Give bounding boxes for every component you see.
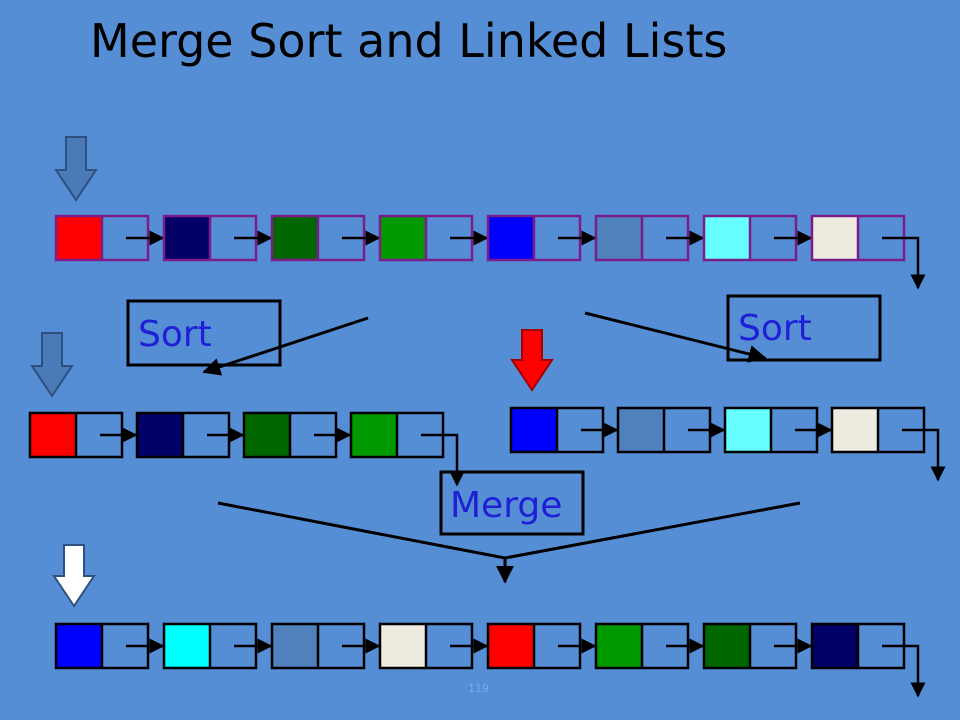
list-right-half — [509, 406, 946, 482]
split-arrow-right — [584, 311, 767, 363]
node-data-cell — [488, 216, 534, 260]
left-node-4 — [349, 411, 445, 459]
sort-left-label: Sort — [138, 314, 212, 355]
node-data-cell — [164, 624, 210, 668]
node-data-cell — [380, 624, 426, 668]
node-data-cell — [56, 624, 102, 668]
node-data-cell — [704, 624, 750, 668]
sort-right-label: Sort — [738, 308, 812, 349]
node-data-cell — [511, 408, 557, 452]
list-left-half — [28, 411, 465, 487]
node-data-cell — [704, 216, 750, 260]
merge-line-right — [504, 501, 801, 560]
node-data-cell — [618, 408, 664, 452]
node-data-cell — [137, 413, 183, 457]
original-null-pointer — [882, 236, 926, 290]
merge-label: Merge — [450, 485, 562, 526]
list-merged — [54, 622, 926, 698]
head-arrow-left — [30, 332, 74, 398]
split-arrow-left — [202, 316, 369, 376]
head-arrow-right — [510, 329, 554, 392]
node-data-cell — [164, 216, 210, 260]
right-node-1 — [509, 406, 605, 454]
footer-page-number: 119 — [468, 682, 489, 695]
node-data-cell — [832, 408, 878, 452]
slide-title: Merge Sort and Linked Lists — [90, 14, 728, 68]
node-data-cell — [725, 408, 771, 452]
node-data-cell — [596, 216, 642, 260]
original-node-2 — [162, 214, 258, 262]
head-arrow-original — [54, 136, 98, 202]
original-node-7 — [702, 214, 798, 262]
original-node-3 — [270, 214, 366, 262]
left-node-2 — [135, 411, 231, 459]
list-original — [54, 214, 926, 290]
node-data-cell — [272, 216, 318, 260]
right-null-pointer — [902, 428, 946, 482]
node-data-cell — [596, 624, 642, 668]
merge-box — [439, 470, 585, 536]
sort-right-box — [726, 294, 882, 362]
node-data-cell — [272, 624, 318, 668]
merged-node-1 — [54, 622, 150, 670]
node-data-cell — [488, 624, 534, 668]
node-data-cell — [244, 413, 290, 457]
left-null-pointer — [421, 433, 465, 487]
merged-null-pointer — [882, 644, 926, 698]
node-data-cell — [380, 216, 426, 260]
node-data-cell — [812, 624, 858, 668]
node-data-cell — [56, 216, 102, 260]
head-arrow-merged — [52, 544, 96, 608]
node-data-cell — [351, 413, 397, 457]
node-data-cell — [30, 413, 76, 457]
node-data-cell — [812, 216, 858, 260]
merge-line-left — [217, 501, 506, 560]
